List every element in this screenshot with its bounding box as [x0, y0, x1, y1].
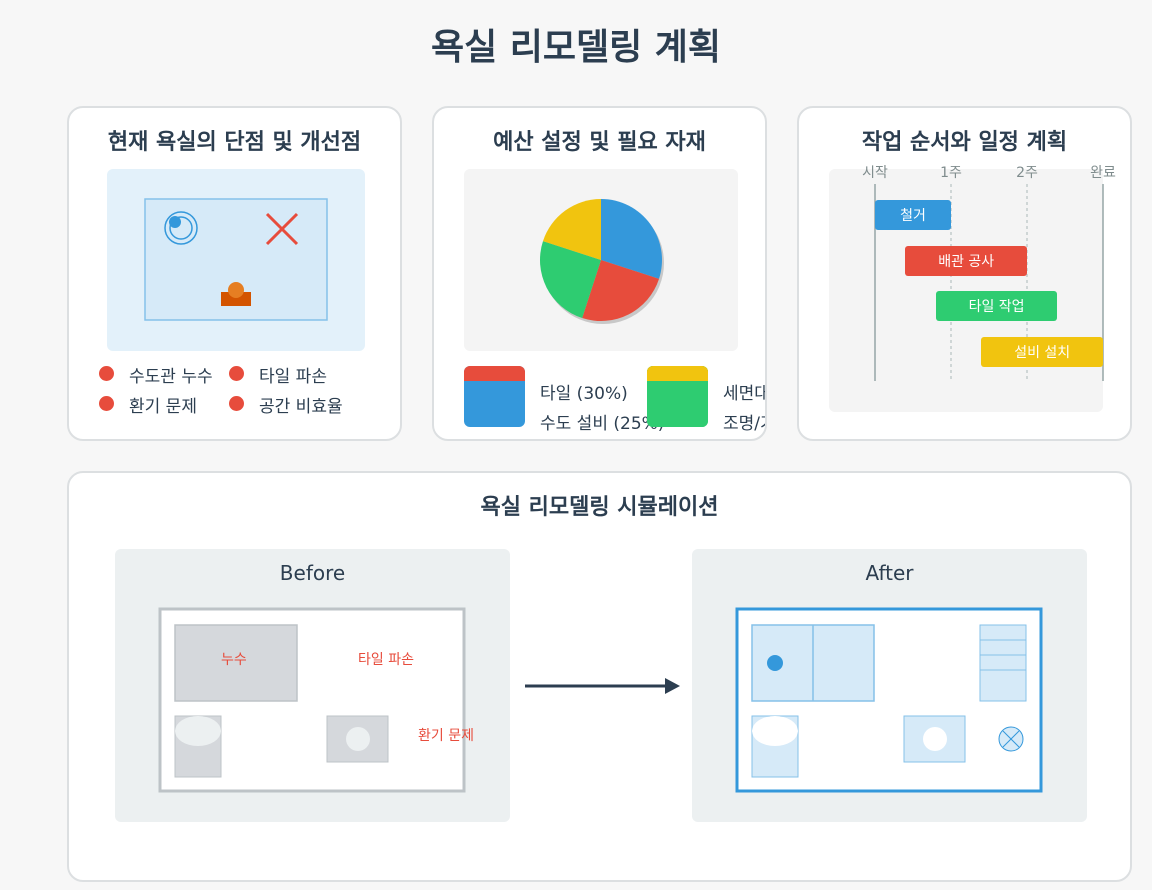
pie-slice [540, 241, 601, 319]
pie-slice [542, 199, 601, 260]
legend-sink: 세면대/변기 (25%) [723, 384, 767, 404]
pie-slice [582, 260, 660, 321]
legend-tile: 타일 (30%) [540, 384, 628, 404]
gantt-tick-label: 2주 [1016, 165, 1038, 181]
simulation-title: 욕실 리모델링 시뮬레이션 [480, 495, 719, 520]
problems-card: 현재 욕실의 단점 및 개선점 수도관 누수 타일 파손 환기 문제 공간 비효… [67, 106, 402, 441]
current-bathroom-diagram [107, 169, 365, 351]
broken-tile-icon [265, 212, 299, 246]
page-title: 욕실 리모델링 계획 [430, 27, 722, 68]
vent-fan-icon [998, 726, 1024, 752]
leak-issue-label: 누수 [221, 652, 247, 668]
legend-lighting: 조명/기타 (20%) [723, 414, 765, 434]
budget-title: 예산 설정 및 필요 자재 [493, 130, 706, 155]
gantt-bar: 배관 공사 [905, 245, 1027, 276]
gantt-tick-label: 1주 [940, 165, 962, 181]
gantt-bar: 철거 [875, 200, 951, 230]
budget-pie-chart [540, 199, 664, 324]
problem-dot [99, 366, 114, 381]
after-label: After [865, 561, 914, 585]
transition-arrow-icon [525, 678, 680, 694]
before-floorplan [158, 607, 466, 793]
problem-item: 환기 문제 [129, 397, 197, 417]
gantt-tick-label: 완료 [1090, 165, 1116, 181]
problems-title: 현재 욕실의 단점 및 개선점 [107, 130, 362, 155]
problem-dot [99, 396, 114, 411]
tile-legend-swatch [464, 366, 525, 427]
simulation-card: 욕실 리모델링 시뮬레이션 Before 누수 타일 파손 환기 문제 Afte… [67, 471, 1132, 882]
water-leak-icon [164, 211, 198, 245]
problem-dot [229, 396, 244, 411]
problem-dot [229, 366, 244, 381]
tile-issue-label: 타일 파손 [358, 652, 414, 668]
gantt-tick-label: 시작 [862, 165, 888, 181]
gantt-bar: 타일 작업 [935, 291, 1058, 321]
problem-item: 타일 파손 [259, 367, 327, 387]
before-label: Before [279, 561, 346, 585]
pie-slice [601, 199, 662, 279]
schedule-title: 작업 순서와 일정 계획 [861, 130, 1068, 155]
gantt-bar: 설비 설치 [981, 336, 1103, 367]
fixture-icon [221, 282, 251, 306]
problem-item: 공간 비효율 [259, 397, 343, 417]
sink-legend-swatch [647, 366, 708, 427]
before-panel: Before 누수 타일 파손 환기 문제 [115, 549, 510, 822]
legend-plumbing: 수도 설비 (25%) [540, 414, 665, 434]
vent-issue-label: 환기 문제 [418, 728, 474, 744]
problem-item: 수도관 누수 [129, 367, 213, 387]
budget-card: 예산 설정 및 필요 자재 타일 (30%) 수도 설비 (25%) 세면대/변… [432, 106, 767, 441]
after-floorplan [735, 607, 1043, 793]
after-panel: After [692, 549, 1087, 822]
